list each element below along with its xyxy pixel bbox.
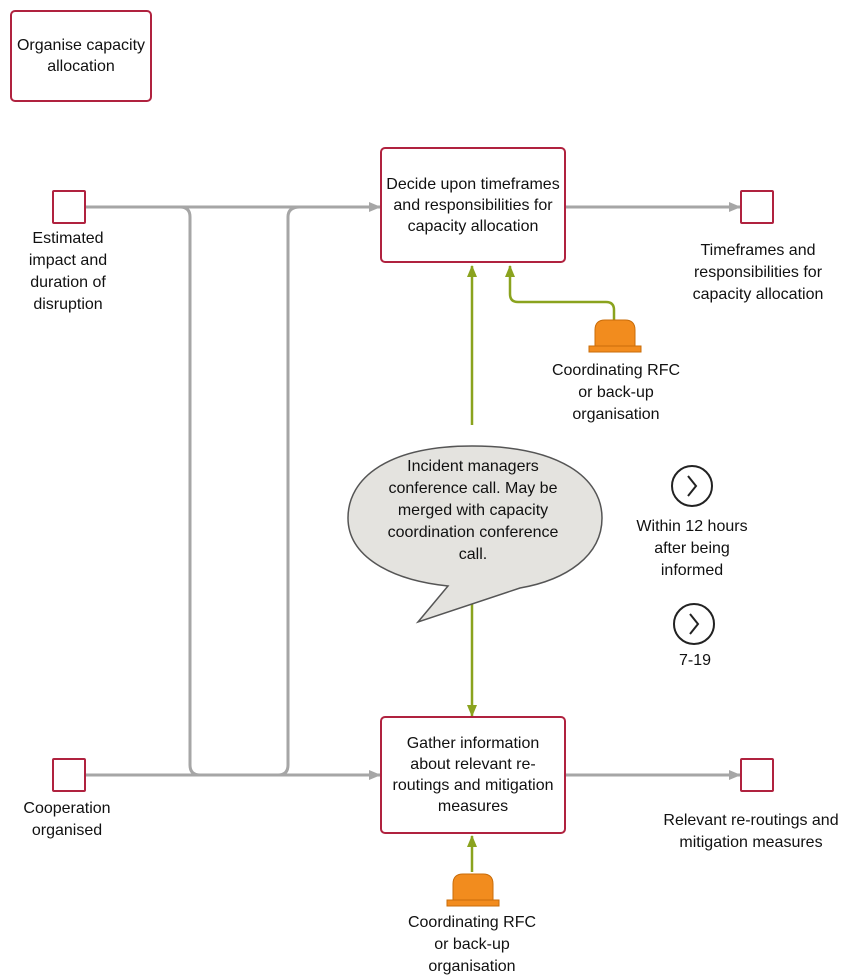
output-label-timeframes: Timeframes and responsibilities for capa… xyxy=(692,242,824,303)
comment-text: Incident managers conference call. May b… xyxy=(387,458,559,563)
input-label-estimated: Estimated impact and duration of disrupt… xyxy=(28,230,108,313)
actor-top-link xyxy=(505,265,616,322)
flow-split-right xyxy=(277,205,301,777)
diagram-title: Organise capacity allocation xyxy=(10,10,152,102)
activity-decide[interactable]: Decide upon timeframes and responsibilit… xyxy=(380,147,566,263)
timer-label-first: Within 12 hours after being informed xyxy=(636,518,748,579)
output-port-timeframes[interactable] xyxy=(740,190,774,224)
timer-icon xyxy=(671,465,713,507)
timer-icon xyxy=(673,603,715,645)
comment-bubble xyxy=(347,445,603,624)
output-port-reroutings[interactable] xyxy=(740,758,774,792)
actor-icon xyxy=(588,319,642,353)
input-label-cooperation: Cooperation organised xyxy=(23,800,111,839)
activity-gather[interactable]: Gather information about relevant re-rou… xyxy=(380,716,566,834)
flow-split-left xyxy=(179,205,201,777)
actor-label-top: Coordinating RFC or back-up organisation xyxy=(551,362,681,423)
actor-label-bottom: Coordinating RFC or back-up organisation xyxy=(407,914,537,975)
actor-icon xyxy=(446,873,500,907)
input-port-estimated[interactable] xyxy=(52,190,86,224)
output-label-reroutings: Relevant re-routings and mitigation meas… xyxy=(663,812,839,851)
timer-label-second: 7-19 xyxy=(678,652,712,669)
input-port-cooperation[interactable] xyxy=(52,758,86,792)
